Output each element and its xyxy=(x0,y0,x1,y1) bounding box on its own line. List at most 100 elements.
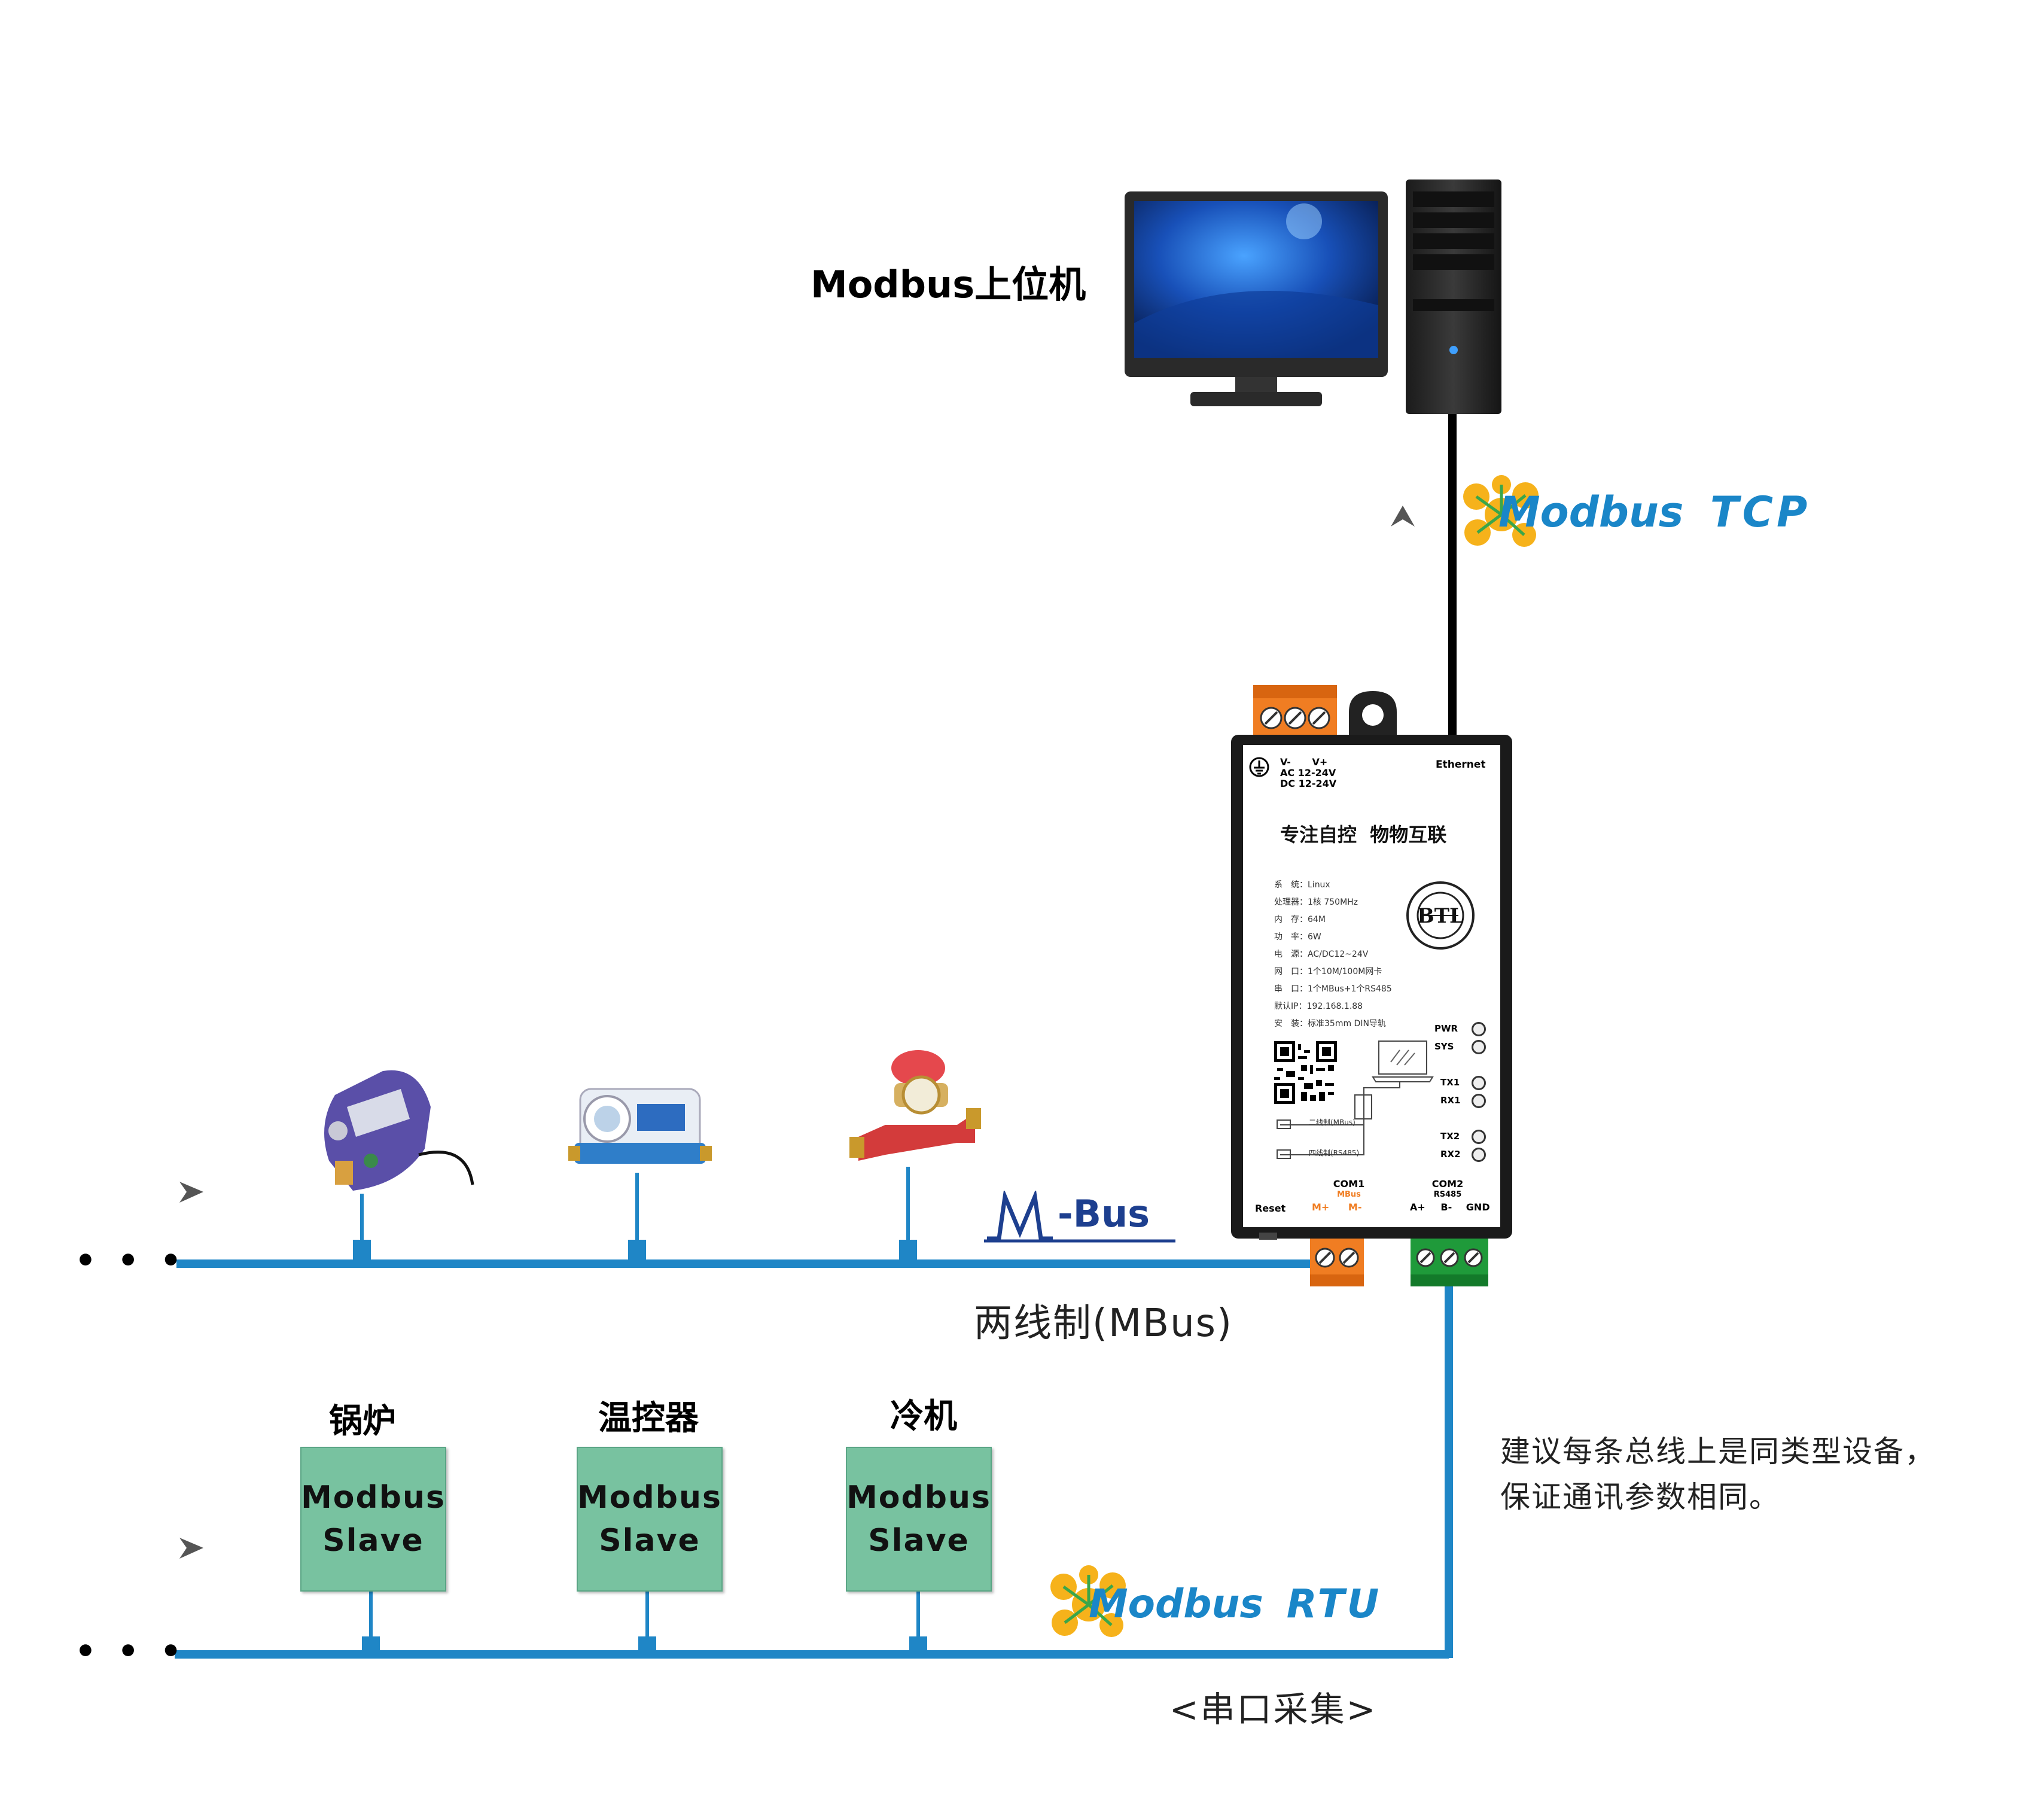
reset-button[interactable] xyxy=(1259,1233,1277,1240)
com1-pin1: M+ xyxy=(1312,1201,1330,1213)
mbus-ellipsis: • • • xyxy=(75,1242,187,1280)
note-line2: 保证通讯参数相同。 xyxy=(1500,1480,1780,1514)
btl-text: BTL xyxy=(1417,904,1464,928)
slave-line2: Slave xyxy=(868,1523,970,1559)
led-label-tx2: TX2 xyxy=(1440,1131,1460,1142)
mbus-logo-text: -Bus xyxy=(1058,1192,1150,1236)
com2-name: COM2 xyxy=(1431,1178,1464,1189)
slave-line1: Modbus xyxy=(577,1480,722,1516)
ac-label: AC 12-24V xyxy=(1280,767,1336,778)
led-label-tx1: TX1 xyxy=(1440,1077,1460,1088)
ethernet-port-label: Ethernet xyxy=(1436,759,1486,771)
rtu-word: RTU xyxy=(1286,1581,1382,1627)
slave-category-thermostat: 温控器 xyxy=(598,1399,699,1438)
mbus-tap-1 xyxy=(353,1240,371,1264)
modbus-rtu-text: Modbus RTU xyxy=(1089,1581,1381,1627)
slave-line2: Slave xyxy=(599,1523,700,1559)
spec-item: 串 口：1个MBus+1个RS485 xyxy=(1274,984,1392,994)
mbus-bus-label: 两线制(MBus) xyxy=(974,1301,1233,1346)
spec-item: 功 率：6W xyxy=(1274,932,1321,942)
qr-code-icon xyxy=(1274,1041,1337,1104)
com2-sub: RS485 xyxy=(1433,1190,1462,1199)
water-meter-icon xyxy=(568,1088,712,1164)
com2-pins: A+ B- GND xyxy=(1410,1201,1490,1213)
rtu-tap-3 xyxy=(909,1636,927,1654)
vpos-label: V+ xyxy=(1312,756,1328,768)
note-text: 建议每条总线上是同类型设备， 保证通讯参数相同。 xyxy=(1500,1429,1936,1520)
rtu-bus-label: <串口采集> xyxy=(1169,1689,1378,1730)
tx1-led-icon xyxy=(1472,1076,1486,1090)
gateway-spec-list: 系 统：Linux 处理器：1核 750MHz 内 存：64M 功 率：6W 电… xyxy=(1274,877,1392,1033)
reset-label: Reset xyxy=(1255,1203,1286,1214)
pwr-led-icon xyxy=(1472,1022,1486,1036)
mounting-ear-icon xyxy=(1349,691,1397,742)
slave-line2: Slave xyxy=(322,1523,424,1559)
host-label: Modbus上位机 xyxy=(811,263,1086,306)
com2-pin2: B- xyxy=(1440,1201,1452,1213)
com2-pin3: GND xyxy=(1466,1201,1490,1213)
rx1-led-icon xyxy=(1472,1094,1486,1108)
wiring-sketch xyxy=(1277,1041,1434,1159)
gateway-panel xyxy=(1243,745,1500,1227)
mbus-logo-icon xyxy=(984,1191,1175,1243)
rtu-tap-1 xyxy=(362,1636,380,1654)
modbus-slave-box: Modbus Slave xyxy=(577,1447,723,1592)
pc-icon xyxy=(1125,180,1501,414)
power-terminal-block xyxy=(1253,685,1337,739)
note-line1: 建议每条总线上是同类型设备， xyxy=(1500,1434,1936,1469)
wire-rs485-label: 四线制(RS485) xyxy=(1309,1149,1360,1157)
mbus-tap-2 xyxy=(628,1240,646,1264)
spec-item: 安 装：标准35mm DIN导轨 xyxy=(1274,1019,1386,1029)
hot-water-meter-icon xyxy=(849,1050,981,1161)
spec-item: 内 存：64M xyxy=(1274,915,1326,924)
spec-item: 网 口：1个10M/100M网卡 xyxy=(1274,967,1382,976)
gateway-slogan: 专注自控 物物互联 xyxy=(1280,823,1447,846)
right-arrow-icon-mbus xyxy=(179,1182,203,1203)
modbus-tcp-text: Modbus TCP xyxy=(1498,488,1811,537)
modbus-slave-box: Modbus Slave xyxy=(300,1447,446,1592)
mbus-tap-3 xyxy=(899,1240,917,1264)
com1-pins: M+ M- xyxy=(1312,1201,1361,1213)
modbus-rtu-word: Modbus xyxy=(1089,1581,1263,1627)
power-spec-labels: V- V+ AC 12-24V DC 12-24V xyxy=(1280,757,1336,789)
slave-line1: Modbus xyxy=(301,1480,446,1516)
spec-item: 电 源：AC/DC12~24V xyxy=(1274,950,1369,959)
slave-line1: Modbus xyxy=(846,1480,991,1516)
com2-pin1: A+ xyxy=(1410,1201,1425,1213)
com1-sub: MBus xyxy=(1337,1190,1361,1199)
up-arrow-icon xyxy=(1391,506,1415,527)
com2-terminal-block xyxy=(1411,1239,1488,1286)
com1-pin2: M- xyxy=(1348,1201,1362,1213)
tcp-word: TCP xyxy=(1710,488,1811,537)
rtu-ellipsis: • • • xyxy=(75,1632,187,1671)
rtu-tap-2 xyxy=(638,1636,656,1654)
vneg-label: V- xyxy=(1280,756,1291,768)
sys-led-icon xyxy=(1472,1040,1486,1054)
led-label-sys: SYS xyxy=(1434,1041,1454,1052)
heat-meter-icon xyxy=(324,1070,474,1191)
com2-label: COM2 RS485 xyxy=(1418,1179,1478,1200)
spec-item: 处理器：1核 750MHz xyxy=(1274,898,1358,907)
spec-item: 系 统：Linux xyxy=(1274,880,1330,890)
wire-mbus-label: 二线制(MBus) xyxy=(1309,1118,1355,1127)
rx2-led-icon xyxy=(1472,1148,1486,1162)
modbus-logo-icon-tcp xyxy=(1463,475,1539,547)
tx2-led-icon xyxy=(1472,1130,1486,1144)
led-label-pwr: PWR xyxy=(1434,1023,1458,1034)
com1-label: COM1 MBus xyxy=(1319,1179,1379,1200)
modbus-slave-box: Modbus Slave xyxy=(846,1447,992,1592)
com1-terminal-block xyxy=(1310,1239,1364,1286)
ground-icon xyxy=(1249,757,1269,777)
spec-item: 默认IP：192.168.1.88 xyxy=(1274,1002,1363,1011)
slave-category-boiler: 锅炉 xyxy=(329,1402,396,1441)
led-label-rx2: RX2 xyxy=(1440,1149,1461,1160)
dc-label: DC 12-24V xyxy=(1280,778,1337,789)
right-arrow-icon-rtu xyxy=(179,1538,203,1559)
modbus-tcp-word: Modbus xyxy=(1498,488,1684,537)
slave-category-chiller: 冷机 xyxy=(890,1397,957,1436)
led-label-rx1: RX1 xyxy=(1440,1095,1461,1106)
laptop-icon xyxy=(1378,1041,1427,1075)
modbus-logo-icon-rtu xyxy=(1050,1565,1126,1637)
monitor-stand xyxy=(1190,392,1322,406)
